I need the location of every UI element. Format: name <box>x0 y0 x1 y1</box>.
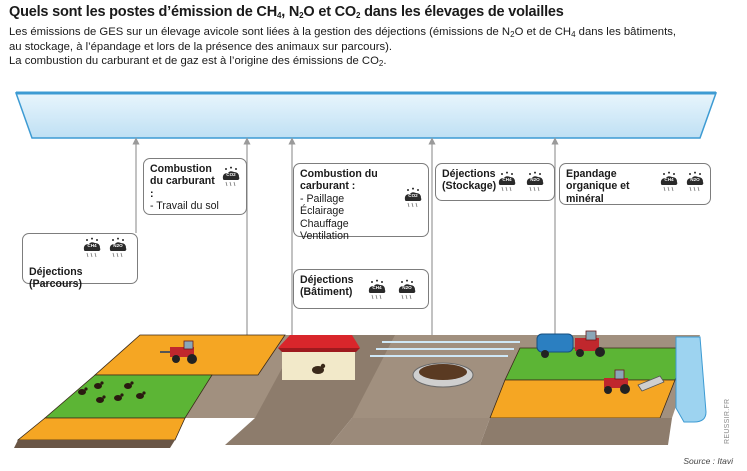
box-dejections-batiment: Déjections (Bâtiment) CH4 N2O <box>293 269 429 309</box>
box-item: - Paillage <box>300 192 345 205</box>
box-title: Déjections (Parcours) <box>29 266 83 291</box>
field-right-lower <box>480 418 672 445</box>
field-left-lower-orange <box>16 417 186 441</box>
chickens <box>78 381 146 403</box>
box-title: Déjections (Bâtiment) <box>300 274 354 299</box>
box-title: Combustion du carburant : <box>300 168 378 193</box>
box-item: Ventilation <box>300 230 349 243</box>
box-dejections-stockage: Déjections (Stockage) CH4 N2O <box>435 163 555 201</box>
page-title: Quels sont les postes d’émission de CH4,… <box>9 4 564 20</box>
box-combustion-batiment: Combustion du carburant : - Paillage Écl… <box>293 163 429 242</box>
tractor-spreader <box>536 330 605 358</box>
site-credit: REUSSIR.FR <box>724 398 731 444</box>
cloud-ch4-icon: CH4 <box>496 170 518 192</box>
storage-tank <box>412 362 474 388</box>
box-combustion-sol: Combustion du carburant : - Travail du s… <box>143 158 247 215</box>
cloud-n2o-icon: N2O <box>684 170 706 192</box>
cloud-ch4-icon: CH4 <box>81 236 103 258</box>
cloud-ch4-icon: CH4 <box>366 278 388 300</box>
cloud-co2-icon: CO2 <box>220 165 242 187</box>
cloud-co2-icon: CO2 <box>402 186 424 208</box>
water-stripes <box>370 341 520 357</box>
source-note: Source : Itavi <box>683 456 733 466</box>
cloud-n2o-icon: N2O <box>107 236 129 258</box>
poultry-building <box>278 335 360 380</box>
box-title: Epandage organique et minéral <box>566 168 630 205</box>
box-epandage: Epandage organique et minéral CH4 N2O <box>559 163 711 205</box>
road-lower <box>225 418 352 445</box>
intro-text: Les émissions de GES sur un élevage avic… <box>9 26 677 69</box>
river <box>675 336 707 423</box>
tractor-left <box>160 340 197 364</box>
emission-arrows <box>132 137 559 335</box>
box-dejections-parcours: CH4 N2O Déjections (Parcours) <box>22 233 138 290</box>
cloud-ch4-icon: CH4 <box>658 170 680 192</box>
field-left-edge <box>14 440 175 448</box>
box-title: Combustion du carburant : <box>150 163 215 200</box>
box-title: Déjections (Stockage) <box>442 168 497 193</box>
atmosphere-band <box>14 91 718 139</box>
box-item: Chauffage <box>300 217 349 230</box>
field-middle-lower <box>330 418 490 445</box>
cloud-n2o-icon: N2O <box>396 278 418 300</box>
box-item: Éclairage <box>300 205 345 218</box>
box-item: - Travail du sol <box>150 200 219 213</box>
field-left-green <box>43 374 213 419</box>
cloud-n2o-icon: N2O <box>524 170 546 192</box>
tractor-seeder <box>604 369 665 394</box>
